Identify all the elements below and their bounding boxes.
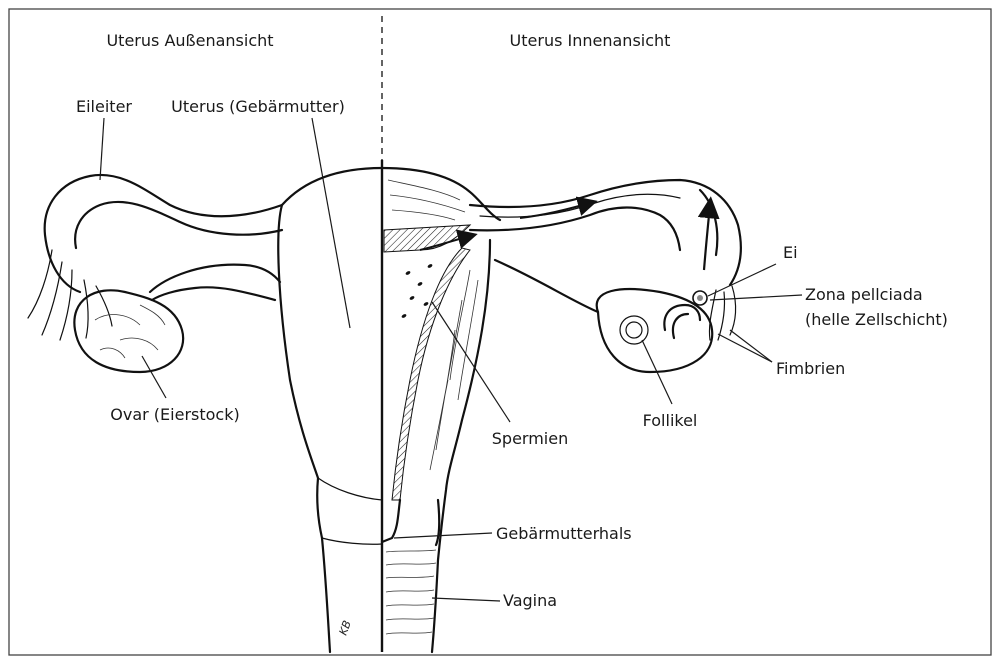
- egg-path-coil-inner: [673, 314, 688, 338]
- label-spermien: Spermien: [492, 429, 568, 448]
- cervix-outline: [322, 538, 382, 544]
- sperm-path-arrow-3: [704, 205, 710, 270]
- label-uterus: Uterus (Gebärmutter): [171, 97, 345, 116]
- label-gebaermutterhals: Gebärmutterhals: [496, 524, 632, 543]
- leader-ovar: [142, 356, 166, 398]
- label-zona-line1: Zona pellciada: [805, 285, 923, 304]
- fimbria-1: [28, 250, 52, 318]
- cervix-fold: [318, 478, 382, 500]
- tube-upper-outline: [45, 175, 282, 292]
- fimbria-r3: [730, 286, 736, 335]
- label-ovar: Ovar (Eierstock): [110, 405, 239, 424]
- leader-vagina: [432, 598, 500, 601]
- label-follikel: Follikel: [643, 411, 698, 430]
- ovary-texture: [95, 305, 165, 358]
- label-ei: Ei: [783, 243, 798, 262]
- inner-uterus-drawing: [382, 168, 741, 652]
- leader-fimbrien-1: [718, 334, 772, 362]
- ovary-outline: [74, 290, 183, 372]
- tube-right-upper: [470, 180, 741, 285]
- label-vagina: Vagina: [503, 591, 557, 610]
- ovarian-ligament: [152, 287, 275, 300]
- egg-path-coil: [664, 305, 700, 330]
- follicle-inner: [626, 322, 642, 338]
- leader-ei: [708, 264, 776, 296]
- leader-gebaermutterhals: [394, 533, 492, 538]
- label-eileiter: Eileiter: [76, 97, 132, 116]
- fimbria-4: [84, 280, 88, 338]
- figure-border: [9, 9, 991, 655]
- inner-uterus-top: [382, 168, 500, 220]
- cervix-right: [436, 500, 439, 545]
- label-fimbrien: Fimbrien: [776, 359, 845, 378]
- leader-eileiter: [100, 118, 104, 180]
- label-zona-line2: (helle Zellschicht): [805, 310, 948, 329]
- leader-fimbrien-2: [730, 330, 772, 362]
- fimbria-2: [42, 262, 62, 335]
- myometrium-top: [388, 180, 465, 220]
- follicle-outer: [620, 316, 648, 344]
- vaginal-folds: [386, 550, 436, 634]
- cervix-canal: [382, 500, 400, 542]
- egg-nucleus: [697, 295, 703, 301]
- broad-ligament: [495, 260, 598, 312]
- artist-signature: KB: [337, 619, 354, 637]
- endometrium-side: [392, 248, 470, 500]
- leader-uterus: [312, 118, 350, 328]
- tube-right-lower: [470, 208, 680, 251]
- heading-outer-view: Uterus Außenansicht: [106, 31, 273, 50]
- heading-inner-view: Uterus Innenansicht: [510, 31, 671, 50]
- uterus-body-outline: [278, 168, 382, 652]
